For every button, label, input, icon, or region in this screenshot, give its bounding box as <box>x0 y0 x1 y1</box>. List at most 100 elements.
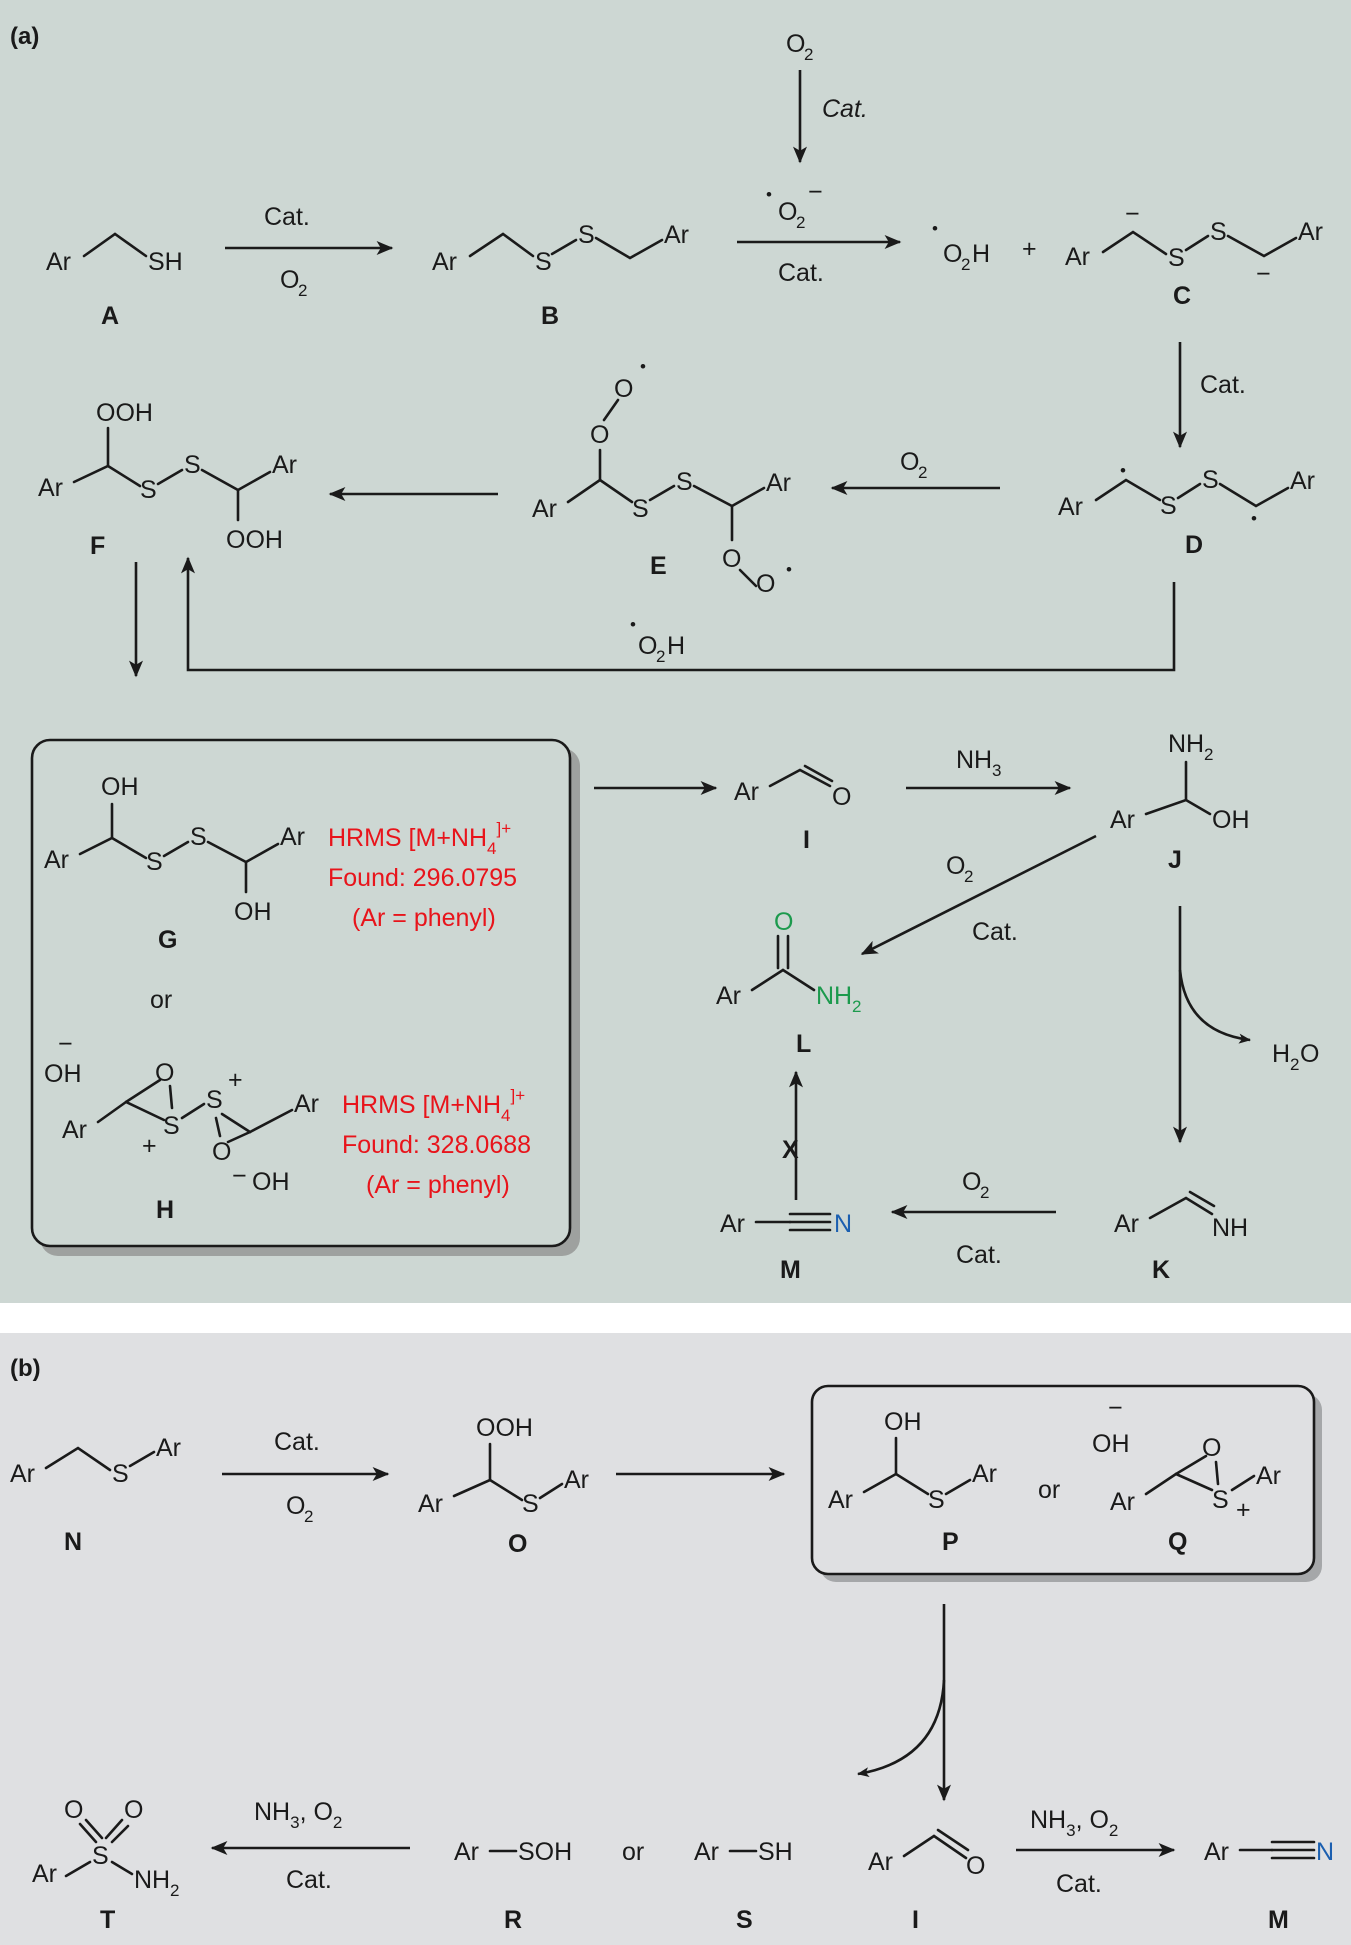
label-D: D <box>1185 531 1203 559</box>
svg-text:NH: NH <box>956 746 992 774</box>
svg-text:H: H <box>972 240 990 268</box>
svg-text:+: + <box>1236 1496 1251 1524</box>
or-G-H: or <box>150 986 172 1014</box>
svg-text:+: + <box>1022 235 1037 263</box>
svg-text:O: O <box>832 783 851 811</box>
svg-text:O: O <box>943 240 962 268</box>
svg-text:H: H <box>1272 1040 1290 1068</box>
svg-text:S: S <box>1160 492 1177 520</box>
svg-text:O: O <box>124 1796 143 1824</box>
svg-text:Ar: Ar <box>1290 467 1315 495</box>
svg-text:Ar: Ar <box>1204 1838 1229 1866</box>
svg-text:NH3, O2: NH3, O2 <box>1030 1806 1118 1840</box>
svg-text:S: S <box>1202 466 1219 494</box>
label-M: M <box>780 1256 801 1284</box>
svg-text:(Ar = phenyl): (Ar = phenyl) <box>366 1171 510 1199</box>
svg-text:Cat.: Cat. <box>778 259 824 287</box>
svg-text:•: • <box>640 357 646 376</box>
svg-text:Ar: Ar <box>564 1466 589 1494</box>
svg-text:2: 2 <box>961 255 970 274</box>
svg-text:−: − <box>232 1162 247 1190</box>
svg-text:H: H <box>667 632 685 660</box>
svg-text:Cat.: Cat. <box>286 1866 332 1894</box>
svg-text:2: 2 <box>964 867 973 886</box>
svg-text:Ar: Ar <box>1256 1462 1281 1490</box>
svg-text:S: S <box>578 221 595 249</box>
svg-text:O: O <box>722 545 741 573</box>
svg-text:Ar: Ar <box>766 469 791 497</box>
intermediate-box-b <box>810 1384 1316 1576</box>
svg-text:NH: NH <box>1168 730 1204 758</box>
svg-text:S: S <box>1212 1486 1229 1514</box>
svg-text:Ar: Ar <box>1298 218 1323 246</box>
arrow-side-branch <box>857 1679 946 1778</box>
label-S: S <box>736 1906 753 1934</box>
label-G: G <box>158 926 177 954</box>
svg-text:Ar: Ar <box>720 1210 745 1238</box>
svg-text:•: • <box>786 560 792 579</box>
svg-text:Ar: Ar <box>694 1838 719 1866</box>
svg-text:OH: OH <box>1092 1430 1130 1458</box>
label-J: J <box>1168 846 1182 874</box>
svg-text:S: S <box>112 1460 129 1488</box>
compound-I-b: Ar O I <box>868 1828 985 1934</box>
svg-text:•: • <box>1120 461 1126 480</box>
label-I-b: I <box>912 1906 919 1934</box>
label-C: C <box>1173 282 1191 310</box>
svg-text:S: S <box>140 476 157 504</box>
svg-text:S: S <box>92 1842 109 1870</box>
arrow-J-to-L <box>860 834 1097 956</box>
svg-text:SOH: SOH <box>518 1838 572 1866</box>
svg-text:OOH: OOH <box>476 1414 533 1442</box>
label-F: F <box>90 532 105 560</box>
svg-text:SH: SH <box>758 1838 793 1866</box>
svg-text:•: • <box>630 615 636 634</box>
svg-text:O: O <box>590 421 609 449</box>
svg-text:2: 2 <box>1204 745 1213 764</box>
svg-text:S: S <box>190 823 207 851</box>
svg-text:S: S <box>522 1490 539 1518</box>
svg-text:−: − <box>58 1030 73 1058</box>
svg-text:2: 2 <box>918 463 927 482</box>
svg-text:OOH: OOH <box>226 526 283 554</box>
svg-text:Ar: Ar <box>272 451 297 479</box>
svg-text:Ar: Ar <box>10 1460 35 1488</box>
compound-M-b: Ar N M <box>1204 1838 1334 1934</box>
svg-text:Ar: Ar <box>1110 806 1135 834</box>
svg-text:S: S <box>928 1486 945 1514</box>
svg-text:Ar: Ar <box>46 248 71 276</box>
svg-text:Ar: Ar <box>454 1838 479 1866</box>
svg-text:Ar: Ar <box>156 1434 181 1462</box>
svg-text:Found: 328.0688: Found: 328.0688 <box>342 1131 531 1159</box>
svg-text:Ar: Ar <box>972 1460 997 1488</box>
svg-text:OH: OH <box>884 1408 922 1436</box>
svg-text:O: O <box>900 448 919 476</box>
svg-text:Ar: Ar <box>418 1490 443 1518</box>
svg-text:Ar: Ar <box>44 846 69 874</box>
svg-text:Ar: Ar <box>1110 1488 1135 1516</box>
svg-text:+: + <box>228 1066 243 1094</box>
svg-text:Cat.: Cat. <box>274 1428 320 1456</box>
svg-text:(Ar = phenyl): (Ar = phenyl) <box>352 904 496 932</box>
label-P: P <box>942 1528 959 1556</box>
svg-text:OH: OH <box>234 898 272 926</box>
svg-text:S: S <box>146 848 163 876</box>
compound-Q: − OH O Ar S + Ar Q <box>1092 1394 1281 1556</box>
svg-text:Ar: Ar <box>432 248 457 276</box>
svg-text:S: S <box>163 1112 180 1140</box>
compound-H: − OH O Ar S + S + O Ar − OH H <box>44 1030 319 1224</box>
label-K: K <box>1152 1256 1170 1284</box>
svg-text:3: 3 <box>992 761 1001 780</box>
svg-text:O: O <box>778 198 797 226</box>
hrms-H: HRMS [M+NH4]+ Found: 328.0688 (Ar = phen… <box>342 1086 531 1199</box>
panel-b-label: (b) <box>10 1355 41 1382</box>
intermediate-box <box>30 738 572 1248</box>
svg-text:2: 2 <box>852 997 861 1016</box>
svg-text:Cat.: Cat. <box>1200 371 1246 399</box>
svg-text:Found: 296.0795: Found: 296.0795 <box>328 864 517 892</box>
label-N: N <box>64 1528 82 1556</box>
svg-text:SH: SH <box>148 248 183 276</box>
svg-text:+: + <box>142 1132 157 1160</box>
svg-text:O: O <box>786 30 805 58</box>
svg-text:O: O <box>1300 1040 1319 1068</box>
